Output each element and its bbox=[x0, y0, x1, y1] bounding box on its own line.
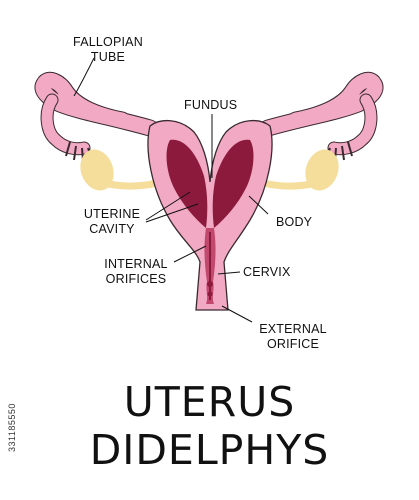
label-uterine-cavity: UTERINE CAVITY bbox=[78, 207, 146, 237]
label-fallopian-tube-line2: TUBE bbox=[90, 50, 126, 64]
label-fundus-text: FUNDUS bbox=[184, 98, 238, 112]
label-uterine-cavity-line1: UTERINE bbox=[83, 207, 141, 221]
label-body-text: BODY bbox=[276, 215, 313, 229]
label-fallopian-tube: FALLOPIAN TUBE bbox=[62, 35, 154, 65]
right-fallopian-tube bbox=[259, 71, 384, 162]
stock-image-id: 331185550 bbox=[7, 403, 17, 452]
diagram-title: UTERUS DIDELPHYS bbox=[0, 378, 419, 474]
label-internal-orifices-line2: ORIFICES bbox=[105, 272, 167, 286]
leader-lines bbox=[73, 57, 269, 323]
label-cervix: CERVIX bbox=[243, 265, 291, 280]
label-fundus: FUNDUS bbox=[184, 98, 237, 113]
label-external-orifice-line1: EXTERNAL bbox=[259, 322, 327, 336]
label-external-orifice: EXTERNAL ORIFICE bbox=[250, 322, 336, 352]
label-internal-orifices-line1: INTERNAL bbox=[104, 257, 168, 271]
label-fallopian-tube-line1: FALLOPIAN bbox=[73, 35, 143, 49]
left-ovary bbox=[80, 149, 114, 191]
label-body: BODY bbox=[276, 215, 312, 230]
label-uterine-cavity-line2: CAVITY bbox=[89, 222, 135, 236]
right-ovary bbox=[305, 149, 339, 191]
left-fallopian-tube bbox=[34, 71, 159, 162]
label-external-orifice-line2: ORIFICE bbox=[266, 337, 320, 351]
label-internal-orifices: INTERNAL ORIFICES bbox=[96, 257, 176, 287]
label-cervix-text: CERVIX bbox=[243, 265, 291, 279]
diagram-title-line1: UTERUS bbox=[123, 378, 296, 426]
uterus-body bbox=[147, 120, 273, 311]
diagram-title-line2: DIDELPHYS bbox=[89, 426, 330, 474]
